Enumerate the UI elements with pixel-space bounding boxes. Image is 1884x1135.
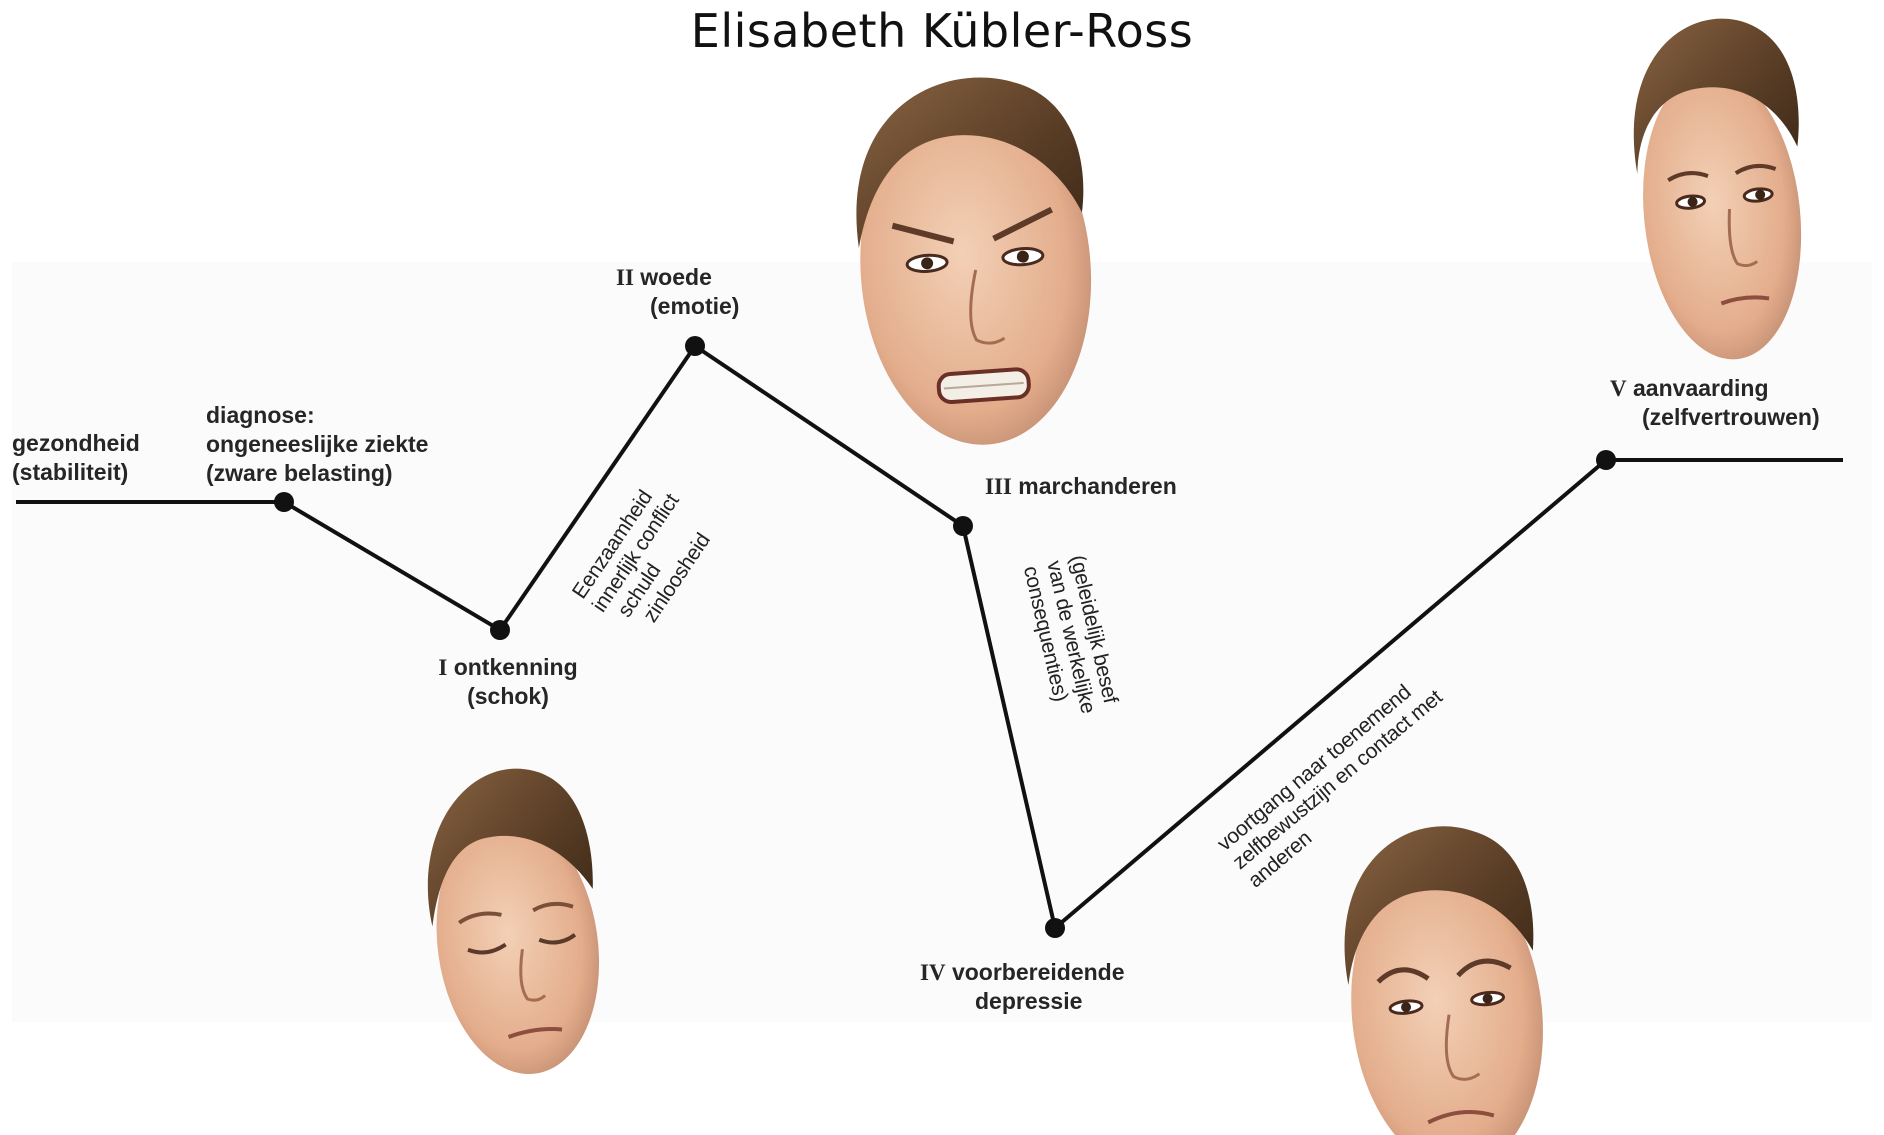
point-denial: [490, 620, 510, 640]
point-anger: [685, 336, 705, 356]
label-diagnosis: diagnose: ongeneeslijke ziekte (zware be…: [206, 401, 428, 488]
stage-acceptance-sub: (zelfvertrouwen): [1610, 403, 1820, 432]
stage-denial-roman: I: [438, 655, 447, 680]
stage-anger-roman: II: [616, 265, 634, 290]
stage-bargaining-name: marchanderen: [1018, 473, 1177, 499]
label-diagnosis-line2: ongeneeslijke ziekte: [206, 430, 428, 459]
point-bargaining: [953, 516, 973, 536]
stage-bargaining-roman: III: [985, 474, 1012, 499]
stage-depression-name: voorbereidende: [952, 959, 1125, 985]
point-acceptance: [1596, 450, 1616, 470]
stage-depression-sub: depressie: [920, 987, 1125, 1016]
face-anger-image: [847, 70, 1103, 452]
stage-acceptance-name: aanvaarding: [1633, 375, 1769, 401]
face-denial-image: [412, 759, 621, 1085]
label-stage-anger: II woede (emotie): [616, 263, 739, 321]
stage-depression-roman: IV: [920, 960, 946, 985]
stage-anger-sub: (emotie): [616, 292, 739, 321]
label-health: gezondheid (stabiliteit): [12, 429, 140, 487]
point-diagnosis: [274, 492, 294, 512]
label-health-line1: gezondheid: [12, 429, 140, 458]
stage-acceptance-roman: V: [1610, 376, 1627, 401]
stage-anger-name: woede: [640, 264, 712, 290]
label-stage-denial: I ontkenning (schok): [408, 653, 608, 711]
stage-denial-name: ontkenning: [454, 654, 578, 680]
label-diagnosis-line1: diagnose:: [206, 401, 428, 430]
stage-denial-sub: (schok): [408, 682, 608, 711]
label-stage-acceptance: V aanvaarding (zelfvertrouwen): [1610, 374, 1820, 432]
label-health-line2: (stabiliteit): [12, 458, 140, 487]
face-depression-image: [1332, 817, 1558, 1135]
label-stage-bargaining: III marchanderen: [985, 472, 1177, 501]
label-stage-depression: IV voorbereidende depressie: [920, 958, 1125, 1016]
face-acceptance-image: [1622, 11, 1824, 367]
label-diagnosis-line3: (zware belasting): [206, 459, 428, 488]
point-depression: [1045, 918, 1065, 938]
